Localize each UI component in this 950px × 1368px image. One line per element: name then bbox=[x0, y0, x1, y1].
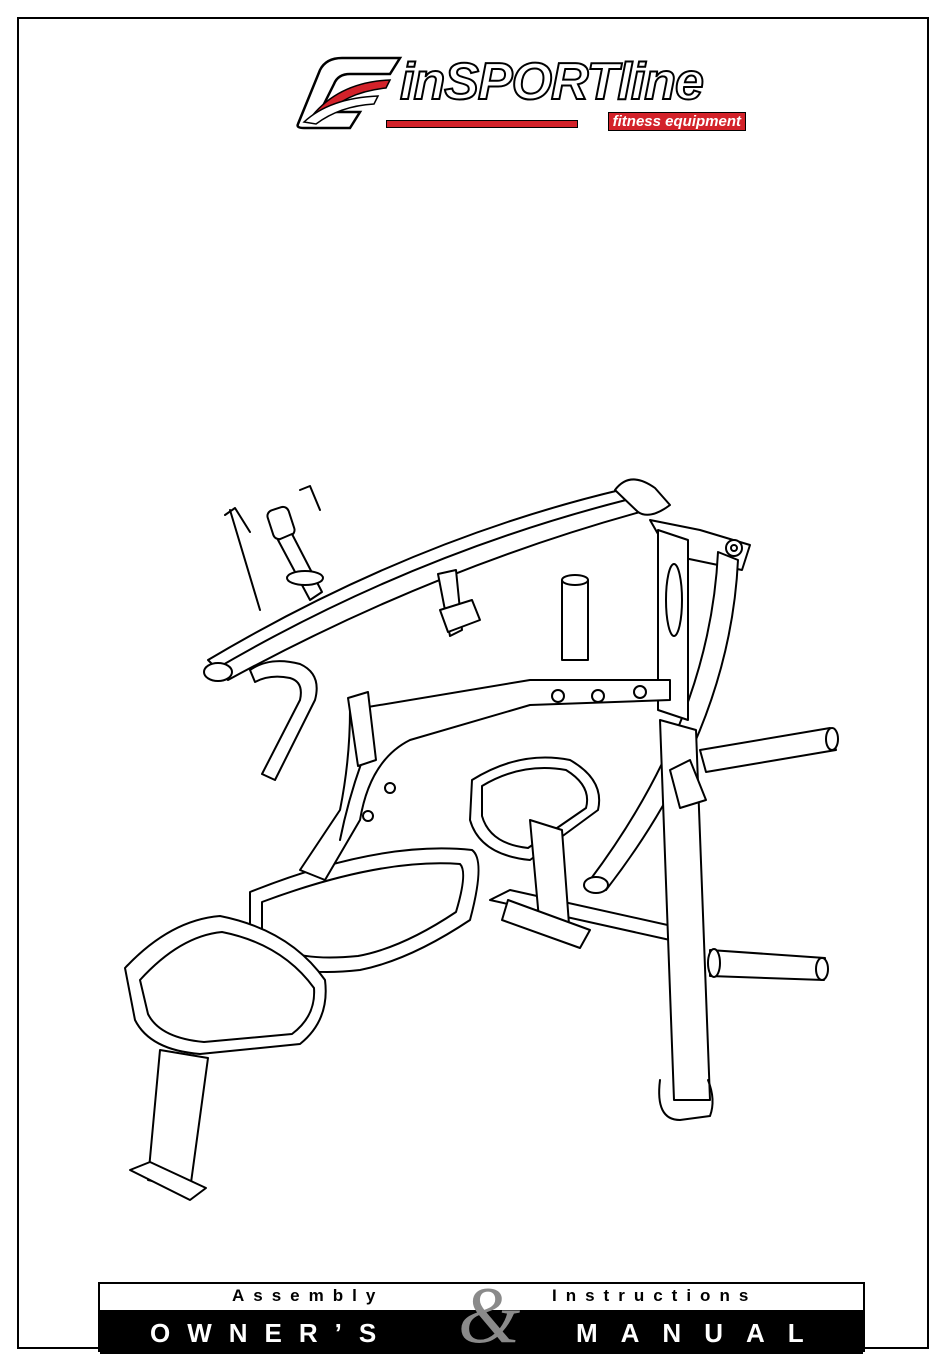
banner-instructions-text: Instructions bbox=[552, 1286, 757, 1306]
bench-press-machine-illustration bbox=[110, 460, 850, 1220]
logo-underline bbox=[386, 120, 578, 128]
banner-ampersand: & bbox=[458, 1276, 520, 1356]
banner-owners-text: OWNER’S bbox=[150, 1318, 393, 1349]
brand-tagline: fitness equipment bbox=[608, 112, 746, 131]
brand-wordmark: inSPORTline bbox=[400, 52, 703, 112]
manual-title-banner: Assembly Instructions OWNER’S MANUAL & bbox=[98, 1282, 865, 1352]
brand-logo: inSPORTline fitness equipment bbox=[290, 52, 760, 138]
banner-assembly-text: Assembly bbox=[232, 1286, 384, 1306]
banner-manual-text: MANUAL bbox=[576, 1318, 827, 1349]
